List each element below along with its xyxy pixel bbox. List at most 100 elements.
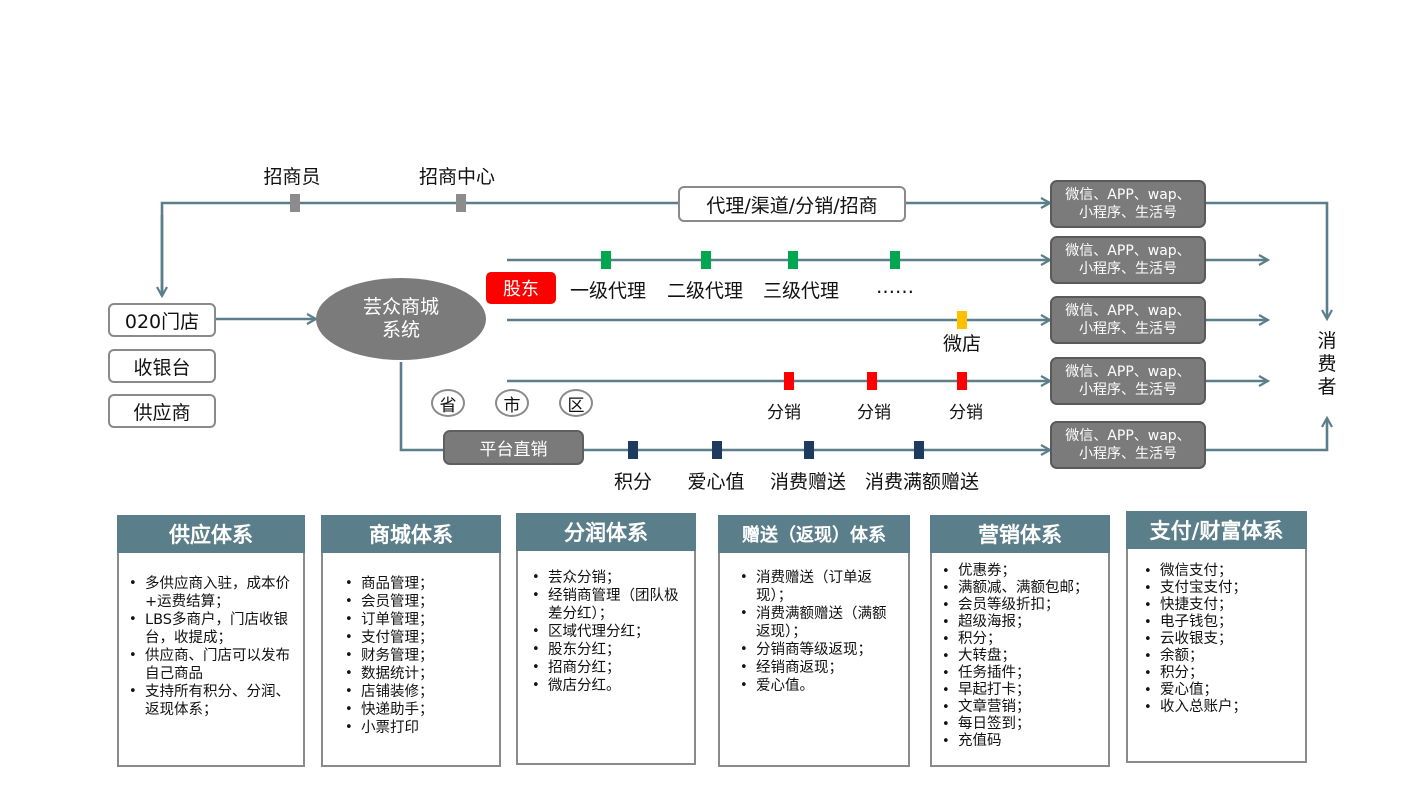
marker-center [456, 194, 466, 212]
panel-payment-wealth-system: 支付/财富体系 微信支付； 支付宝支付； 快捷支付； 电子钱包； 云收银支； 余… [1126, 511, 1307, 763]
marker-agent-3 [788, 251, 798, 269]
panel-item: 满额减、满额包邮； [932, 580, 1108, 597]
panel-item: 股东分红； [522, 641, 684, 659]
microshop-label: 微店 [942, 333, 982, 355]
panel-mall-system: 商城体系 商品管理； 会员管理； 订单管理； 支付管理； 财务管理； 数据统计；… [321, 515, 501, 767]
supplier-box: 供应商 [108, 394, 216, 428]
panel-title: 分润体系 [516, 513, 696, 551]
panel-item: 小票打印 [335, 719, 499, 737]
consumer-line-bottom [1206, 418, 1327, 452]
channel-line-1: 微信、APP、wap、 [1065, 243, 1191, 259]
panel-marketing-system: 营销体系 优惠券； 满额减、满额包邮； 会员等级折扣； 超级海报； 积分； 大转… [930, 515, 1110, 767]
panel-item: 会员管理； [335, 593, 499, 611]
channel-line-2: 小程序、生活号 [1079, 261, 1177, 277]
distribution-label-1: 分销 [767, 403, 801, 423]
mall-line-1: 芸众商城 [362, 296, 439, 318]
panel-item: 微店分红。 [522, 677, 684, 695]
panel-item: 任务插件； [932, 665, 1108, 682]
distribution-label-3: 分销 [949, 403, 983, 423]
panel-item: 招商分红； [522, 659, 684, 677]
panel-item: 微信支付； [1134, 563, 1305, 580]
agent-level-2: 二级代理 [666, 280, 744, 302]
marker-reward-2 [712, 441, 722, 459]
panel-item: 消费赠送（订单返现）； [730, 569, 898, 605]
distribution-label-2: 分销 [857, 403, 891, 423]
mall-line-2: 系统 [381, 319, 420, 341]
panel-item: LBS多商户，门店收银台，收提成； [119, 611, 293, 647]
panel-item: 快捷支付； [1134, 597, 1305, 614]
panel-item: 支持所有积分、分润、返现体系； [119, 683, 293, 719]
panel-item: 店铺装修； [335, 683, 499, 701]
channel-line-1: 微信、APP、wap、 [1065, 364, 1191, 380]
reward-label-full-gift: 消费满额赠送 [864, 471, 980, 493]
panel-title: 赠送（返现）体系 [718, 515, 910, 553]
consumer-char-2: 费 [1317, 353, 1337, 375]
panel-item: 收入总账户； [1134, 699, 1305, 716]
mall-down-line [399, 362, 443, 452]
channel-line-1: 微信、APP、wap、 [1065, 428, 1191, 444]
recruiter-label: 招商员 [263, 166, 321, 188]
panel-item: 芸众分销； [522, 569, 684, 587]
panel-item: 财务管理； [335, 647, 499, 665]
panel-title: 供应体系 [117, 515, 305, 553]
marker-reward-4 [914, 441, 924, 459]
marker-reward-3 [804, 441, 814, 459]
region-district: 区 [559, 389, 593, 417]
cashier-box: 收银台 [108, 349, 216, 383]
reward-label-points: 积分 [613, 471, 653, 493]
panel-list: 芸众分销； 经销商管理（团队极差分红）； 区域代理分红； 股东分红； 招商分红；… [518, 569, 694, 695]
panel-item: 爱心值。 [730, 677, 898, 695]
panel-item: 爱心值； [1134, 682, 1305, 699]
panel-profit-share-system: 分润体系 芸众分销； 经销商管理（团队极差分红）； 区域代理分红； 股东分红； … [516, 513, 696, 765]
consumer-label: 消 费 者 [1316, 330, 1338, 399]
panel-item: 分销商等级返现； [730, 641, 898, 659]
marker-recruiter [290, 194, 300, 212]
consumer-char-1: 消 [1317, 330, 1337, 352]
panel-item: 支付宝支付； [1134, 580, 1305, 597]
panel-item: 超级海报； [932, 614, 1108, 631]
panel-item: 充值码 [932, 733, 1108, 750]
panel-item: 积分； [932, 631, 1108, 648]
channel-line-1: 微信、APP、wap、 [1065, 187, 1191, 203]
panel-item: 多供应商入驻，成本价+运费结算； [119, 575, 293, 611]
panel-title: 支付/财富体系 [1126, 511, 1307, 549]
panel-list: 商品管理； 会员管理； 订单管理； 支付管理； 财务管理； 数据统计； 店铺装修… [323, 575, 499, 737]
panel-item: 大转盘； [932, 648, 1108, 665]
panel-list: 微信支付； 支付宝支付； 快捷支付； 电子钱包； 云收银支； 余额； 积分； 爱… [1128, 563, 1305, 716]
panel-title: 商城体系 [321, 515, 501, 553]
channel-line-2: 小程序、生活号 [1079, 205, 1177, 221]
channel-box-3: 微信、APP、wap、 小程序、生活号 [1050, 296, 1206, 344]
region-province: 省 [431, 389, 465, 417]
panel-item: 积分； [1134, 665, 1305, 682]
consumer-line-top [1206, 201, 1327, 319]
channel-box-1: 微信、APP、wap、 小程序、生活号 [1050, 180, 1206, 228]
panel-item: 余额； [1134, 648, 1305, 665]
panel-item: 供应商、门店可以发布自己商品 [119, 647, 293, 683]
reward-label-consume-gift: 消费赠送 [769, 471, 847, 493]
panel-list: 消费赠送（订单返现）； 消费满额赠送（满额返现）； 分销商等级返现； 经销商返现… [720, 569, 908, 695]
marker-distribution-1 [784, 372, 794, 390]
panel-item: 消费满额赠送（满额返现）； [730, 605, 898, 641]
panel-item: 经销商返现； [730, 659, 898, 677]
panel-item: 电子钱包； [1134, 614, 1305, 631]
panel-item: 会员等级折扣； [932, 597, 1108, 614]
agent-level-1: 一级代理 [569, 280, 647, 302]
panel-item: 数据统计； [335, 665, 499, 683]
panel-item: 支付管理； [335, 629, 499, 647]
marker-reward-1 [628, 441, 638, 459]
marker-distribution-3 [957, 372, 967, 390]
panel-item: 订单管理； [335, 611, 499, 629]
panel-gift-cashback-system: 赠送（返现）体系 消费赠送（订单返现）； 消费满额赠送（满额返现）； 分销商等级… [718, 515, 910, 767]
panel-item: 云收银支； [1134, 631, 1305, 648]
marker-agent-2 [701, 251, 711, 269]
channel-line-2: 小程序、生活号 [1079, 321, 1177, 337]
panel-item: 文章营销； [932, 699, 1108, 716]
platform-direct-box: 平台直销 [443, 430, 584, 465]
marker-distribution-2 [867, 372, 877, 390]
agent-level-3: 三级代理 [762, 280, 840, 302]
agent-level-more: …… [876, 276, 914, 298]
o2o-store-box: 020门店 [108, 303, 216, 337]
panel-title: 营销体系 [930, 515, 1110, 553]
